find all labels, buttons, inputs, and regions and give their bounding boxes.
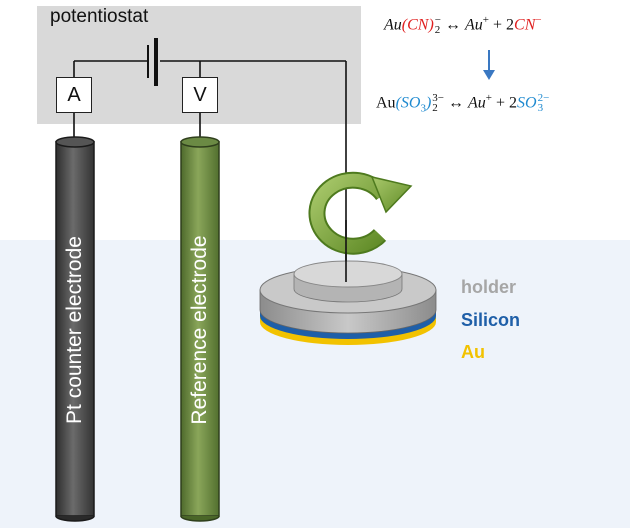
eq1-arrow: ↔	[445, 16, 461, 34]
eq2-anion-sub: 3	[537, 101, 544, 114]
equation-cyanide: Au(CN)−2 ↔ Au+ + 2CN−	[384, 14, 542, 36]
eq2-ion: Au	[468, 94, 486, 112]
eq2-anion-sup: 2−	[537, 91, 550, 104]
eq1-ion-sup: +	[482, 14, 489, 26]
layer-label-silicon: Silicon	[461, 310, 521, 330]
potentiostat-label: potentiostat	[50, 6, 149, 27]
voltmeter: V	[182, 77, 218, 113]
eq1-sup: −	[434, 13, 441, 26]
eq2-ligand-sub: 3	[420, 102, 426, 115]
eq2-sub: 2	[432, 101, 438, 114]
eq1-anion-sup: −	[535, 14, 542, 26]
battery-icon	[147, 38, 158, 86]
counter-electrode	[55, 136, 95, 522]
eq2-anion: SO	[517, 94, 537, 112]
reference-electrode	[180, 136, 220, 522]
down-arrow-icon	[483, 50, 495, 80]
eq2-plus: + 2	[496, 94, 518, 112]
layer-label-holder: holder	[461, 277, 517, 297]
eq2-metal: Au	[376, 94, 396, 112]
eq1-plus: + 2	[493, 16, 515, 34]
eq2-ligand-close: )	[425, 94, 432, 112]
eq1-metal: Au	[384, 16, 402, 34]
sample-holder-stack	[259, 260, 437, 345]
eq2-ligand: (SO	[395, 94, 421, 112]
ammeter: A	[56, 77, 92, 113]
eq1-ligand: (CN)	[401, 16, 434, 34]
eq2-sup: 3−	[432, 91, 444, 104]
layer-label-au: Au	[461, 342, 485, 362]
reference-electrode-label: Reference electrode	[188, 235, 211, 425]
eq2-arrow: ↔	[448, 94, 464, 112]
eq2-ion-sup: +	[485, 92, 492, 104]
rotation-arrow-icon	[308, 171, 413, 255]
eq1-sub: 2	[434, 23, 441, 36]
eq1-anion: CN	[514, 16, 536, 34]
eq1-ion: Au	[465, 16, 483, 34]
counter-electrode-label: Pt counter electrode	[63, 236, 86, 424]
